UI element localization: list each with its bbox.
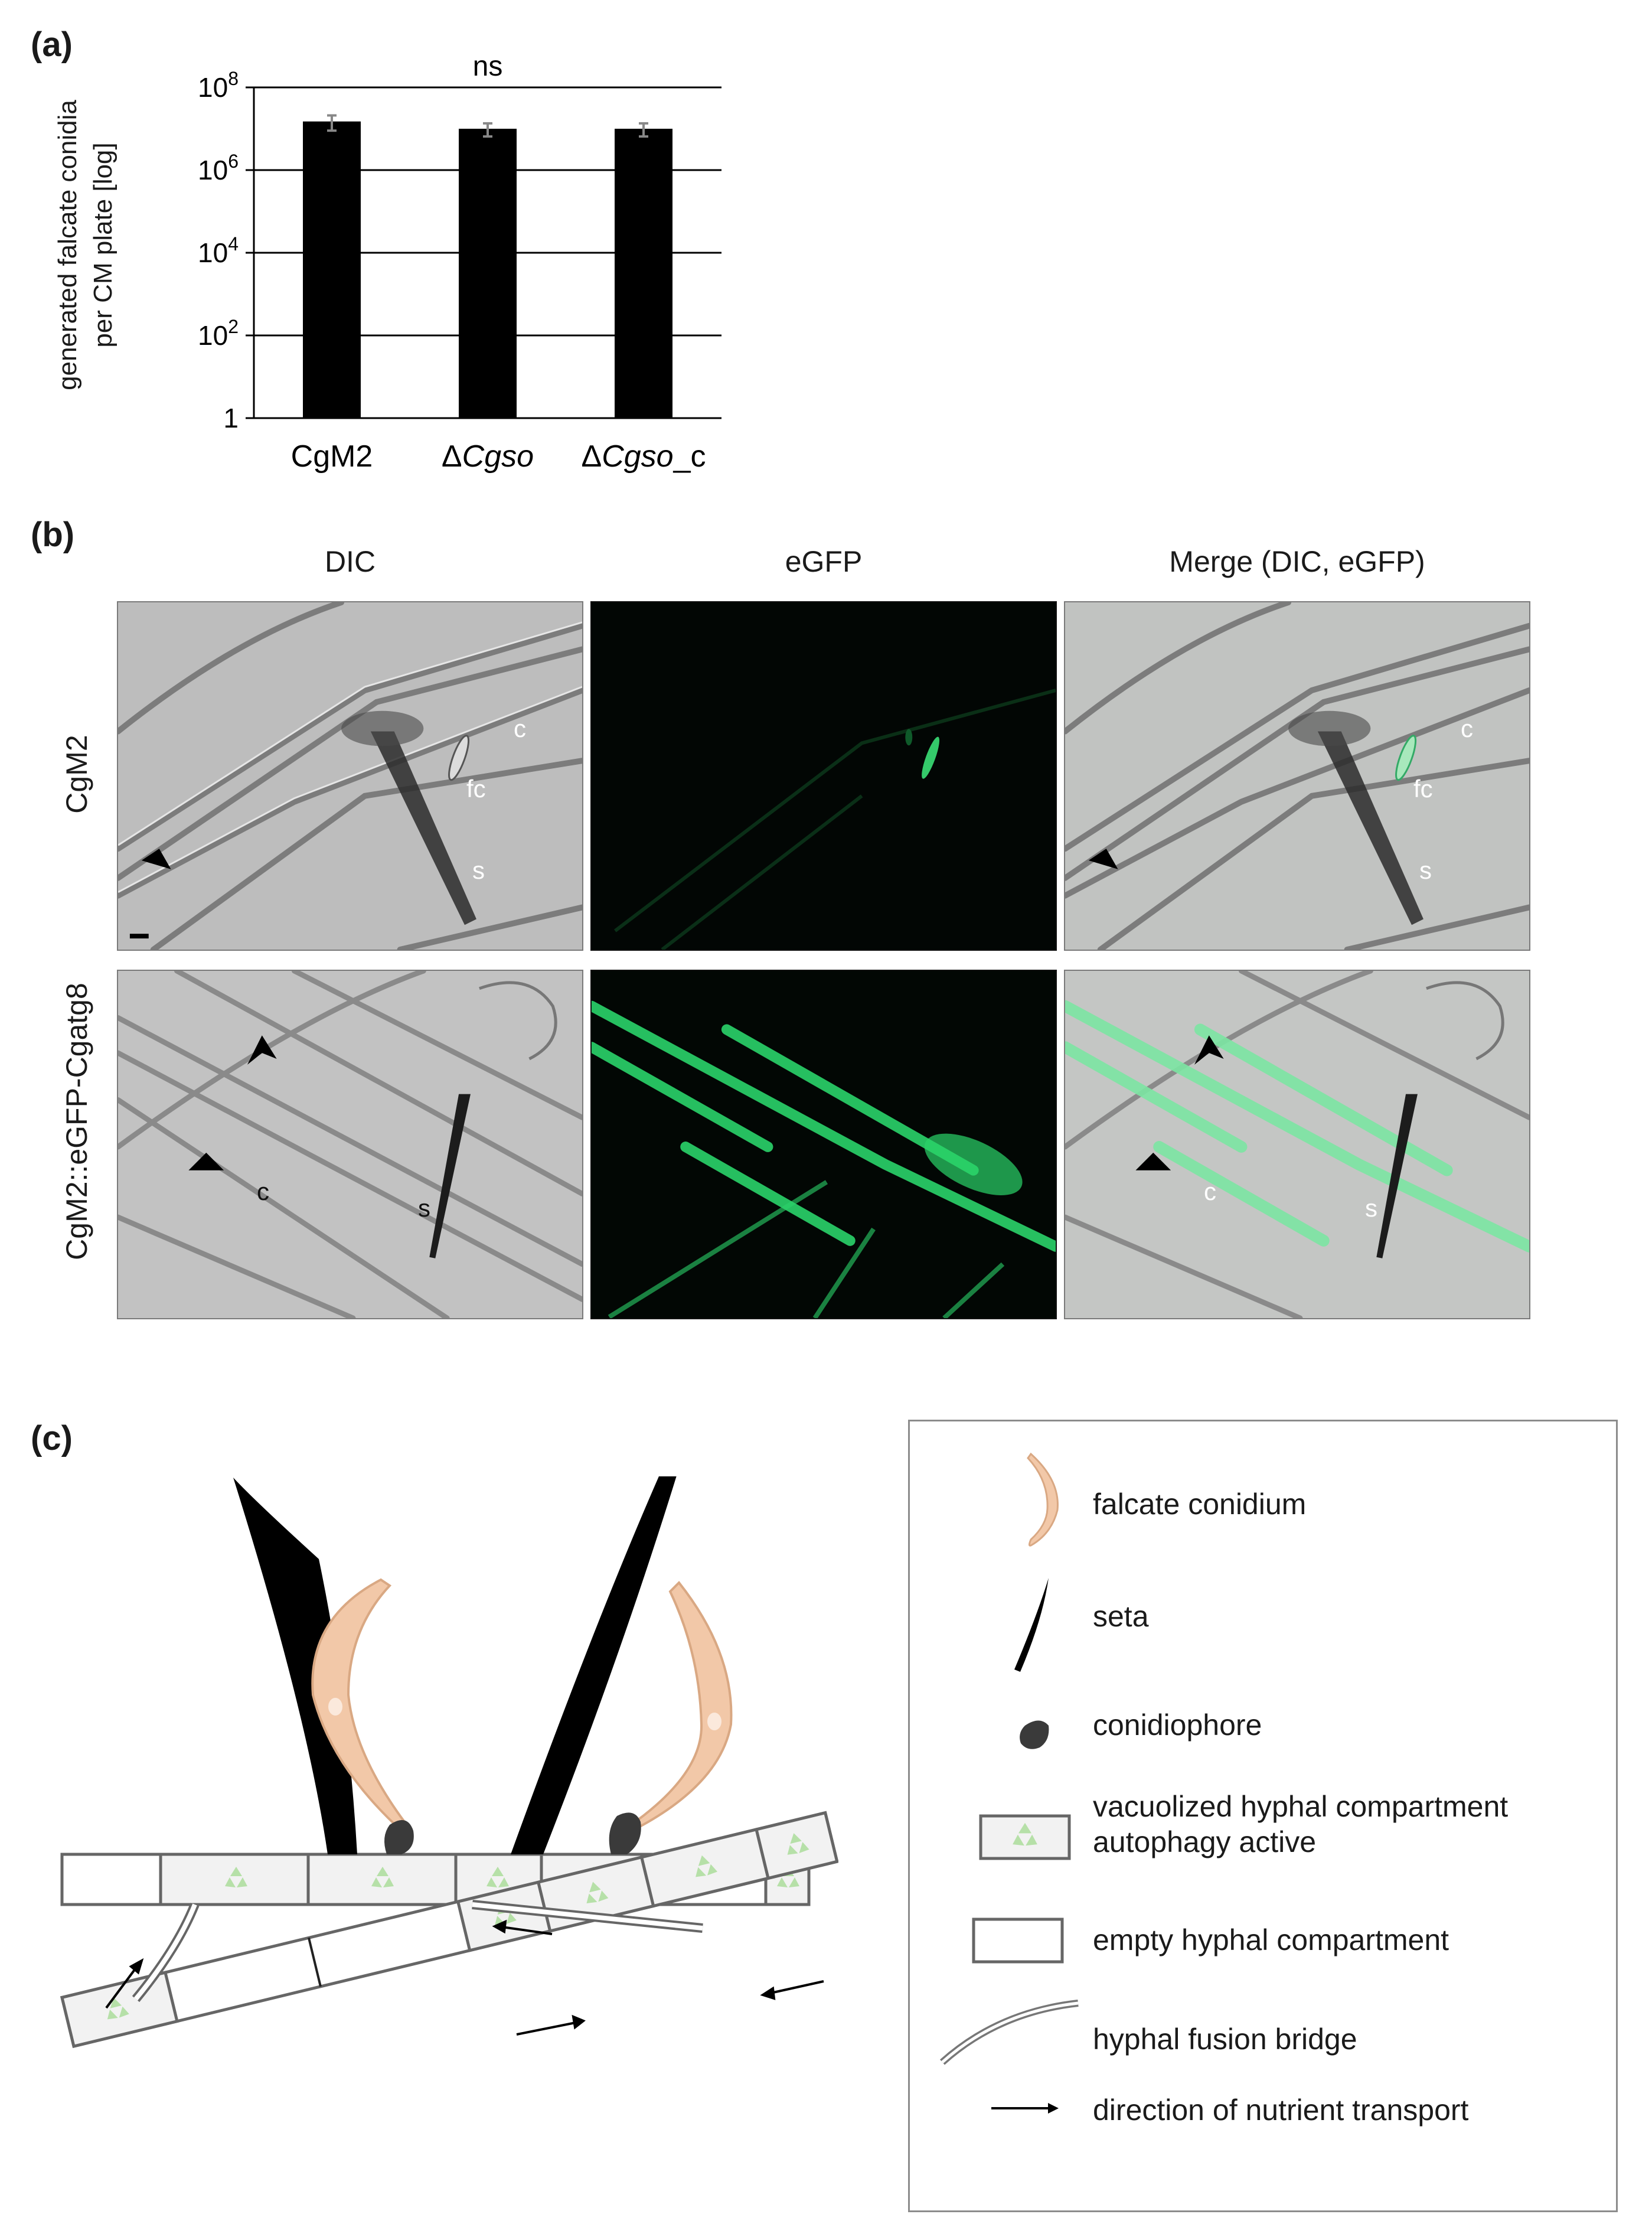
label-c: c (1204, 1178, 1216, 1205)
bar (303, 121, 361, 418)
label-s: s (1365, 1194, 1377, 1222)
x-tick-label: ΔCgso_c (581, 439, 706, 474)
label-c: c (257, 1178, 269, 1205)
y-tick-label: 102 (198, 316, 239, 351)
y-tick-label: 106 (198, 151, 239, 185)
hyphae-schematic (60, 1476, 838, 2049)
panel-a-label: (a) (31, 25, 73, 64)
x-tick-label: CgM2 (291, 439, 373, 474)
column-title-merge: Merge (DIC, eGFP) (1169, 545, 1425, 578)
micrograph-cgm2-dic: c fc s (117, 601, 583, 951)
fusion-bridge-icon (940, 2000, 1079, 2065)
legend-vacuolized-line1: vacuolized hyphal compartment (1093, 1790, 1509, 1823)
micrograph-cgm2-merge: c fc s (1064, 601, 1530, 951)
label-s: s (418, 1194, 430, 1222)
seta-icon (1014, 1578, 1049, 1672)
legend-vacuolized-line2: autophagy active (1093, 1825, 1317, 1858)
legend-fusion-bridge: hyphal fusion bridge (1093, 2023, 1357, 2056)
micrograph-cgm2-egfp (590, 601, 1057, 951)
legend: falcate conidium seta conidiophore vacuo… (908, 1420, 1618, 2212)
row-title-egfp-cgatg8: CgM2::eGFP-Cgatg8 (60, 983, 93, 1260)
y-tick-label: 108 (198, 68, 239, 103)
legend-falcate-conidium: falcate conidium (1093, 1488, 1307, 1521)
bar (615, 129, 672, 418)
micrograph-egfp-cgatg8-dic: c s (117, 970, 583, 1319)
y-tick-label: 104 (198, 233, 239, 268)
x-tick-label: ΔCgso (442, 439, 534, 474)
row-title-cgm2: CgM2 (60, 735, 93, 814)
legend-nutrient-transport: direction of nutrient transport (1093, 2093, 1469, 2127)
label-c: c (1461, 715, 1473, 742)
empty-compartment-icon (972, 1918, 1064, 1964)
falcate-conidium-icon (1027, 1452, 1059, 1547)
y-tick-label: 1 (223, 403, 239, 433)
column-title-egfp: eGFP (785, 545, 863, 578)
vacuolized-compartment-icon (979, 1814, 1071, 1860)
column-title-dic: DIC (324, 545, 376, 578)
legend-seta: seta (1093, 1600, 1149, 1633)
panel-c-label: (c) (31, 1419, 73, 1457)
bar (459, 129, 517, 418)
legend-conidiophore: conidiophore (1093, 1708, 1262, 1742)
conidiophore-icon (1020, 1720, 1049, 1749)
label-c: c (514, 715, 526, 742)
legend-empty-compartment: empty hyphal compartment (1093, 1923, 1449, 1956)
label-fc: fc (466, 775, 486, 803)
micrograph-egfp-cgatg8-merge: c s (1064, 970, 1530, 1319)
label-fc: fc (1413, 775, 1433, 803)
micrograph-egfp-cgatg8-egfp (590, 970, 1057, 1319)
legend-vacuolized: vacuolized hyphal compartment autophagy … (1093, 1789, 1508, 1860)
label-s: s (1419, 856, 1432, 884)
arrow-icon (991, 2103, 1059, 2114)
significance-annotation: ns (473, 51, 503, 82)
label-s: s (472, 856, 485, 884)
panel-b-label: (b) (31, 516, 75, 554)
